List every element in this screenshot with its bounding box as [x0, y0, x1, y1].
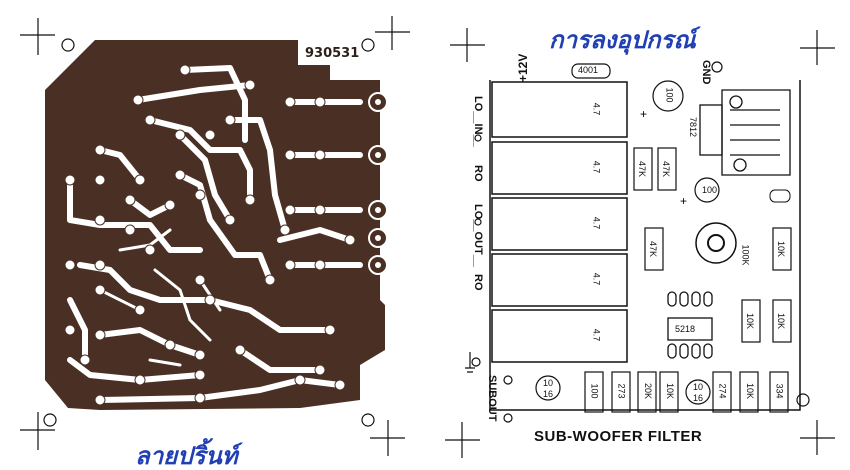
label-r-47k-3: 47K	[648, 240, 659, 258]
label-r-47k-1: 47K	[637, 160, 648, 178]
gnd-pad	[711, 61, 723, 73]
subout-label: SUBOUT	[486, 375, 498, 422]
layout-title: การลงอุปกรณ์	[549, 26, 696, 54]
label-cap-10-16-b-top: 10	[693, 382, 704, 392]
label-r-10k-mid2: 10K	[776, 312, 787, 330]
cap-100-top	[652, 80, 684, 112]
label-cap-47-5: 4.7	[591, 328, 602, 342]
label-cap-10-16-b-bot: 16	[693, 393, 704, 403]
board-code: 930531	[305, 46, 360, 61]
label-pot-100k: 100K	[740, 244, 751, 266]
svg-text:+: +	[640, 107, 647, 121]
label-r-10k-top: 10K	[776, 240, 787, 258]
io-pads	[471, 134, 513, 423]
label-4001: 4001	[578, 65, 599, 75]
label-cap-47-2: 4.7	[591, 160, 602, 174]
circuit-name: SUB-WOOFER FILTER	[534, 428, 703, 445]
label-cap-47-3: 4.7	[591, 216, 602, 230]
label-r-10k-b1: 10K	[665, 382, 676, 400]
label-cap-10-16-a-bot: 16	[543, 389, 554, 399]
regulator-7812	[699, 89, 791, 176]
cap-10-16-a	[535, 375, 561, 401]
label-ic-5218: 5218	[675, 324, 696, 334]
label-r-10k-mid1: 10K	[745, 312, 756, 330]
layout-board-outline	[489, 80, 801, 411]
resistor-boxes	[584, 147, 792, 413]
lo-out-label: LO__OUT__	[472, 204, 484, 267]
registration-marks-left	[20, 16, 410, 456]
cap-boxes	[491, 81, 628, 363]
ro-out-label: RO	[472, 274, 484, 291]
label-cap-100-top: 100	[664, 87, 675, 103]
pcb-title: ลายปริ้นท์	[135, 442, 238, 470]
ground-label: GND	[700, 60, 712, 85]
power-label: +12V	[516, 53, 530, 82]
pcb-pads	[64, 64, 356, 406]
cap-100-mid	[694, 177, 720, 203]
label-cap-47-4: 4.7	[591, 272, 602, 286]
registration-marks-right	[445, 28, 835, 458]
label-r-47k-2: 47K	[661, 160, 672, 178]
label-r-100: 100	[589, 383, 600, 399]
label-r-274: 274	[717, 383, 728, 399]
pot-100k	[695, 222, 737, 264]
label-cap-47-1: 4.7	[591, 102, 602, 116]
label-7812: 7812	[688, 116, 699, 138]
svg-text:+: +	[680, 194, 687, 208]
label-r-10k-b2: 10K	[745, 382, 756, 400]
ro-in-label: RO	[472, 165, 484, 182]
label-r-334: 334	[774, 383, 785, 399]
part-4001	[571, 63, 611, 79]
ic-5218	[667, 291, 713, 359]
cap-10-16-b	[685, 379, 711, 405]
lo-in-label: LO__IN__	[472, 96, 484, 147]
label-r-273: 273	[616, 383, 627, 399]
label-cap-10-16-a-top: 10	[543, 378, 554, 388]
label-cap-100-mid: 100	[702, 185, 718, 195]
label-r-20k: 20K	[643, 382, 654, 400]
ground-symbol	[465, 352, 475, 373]
